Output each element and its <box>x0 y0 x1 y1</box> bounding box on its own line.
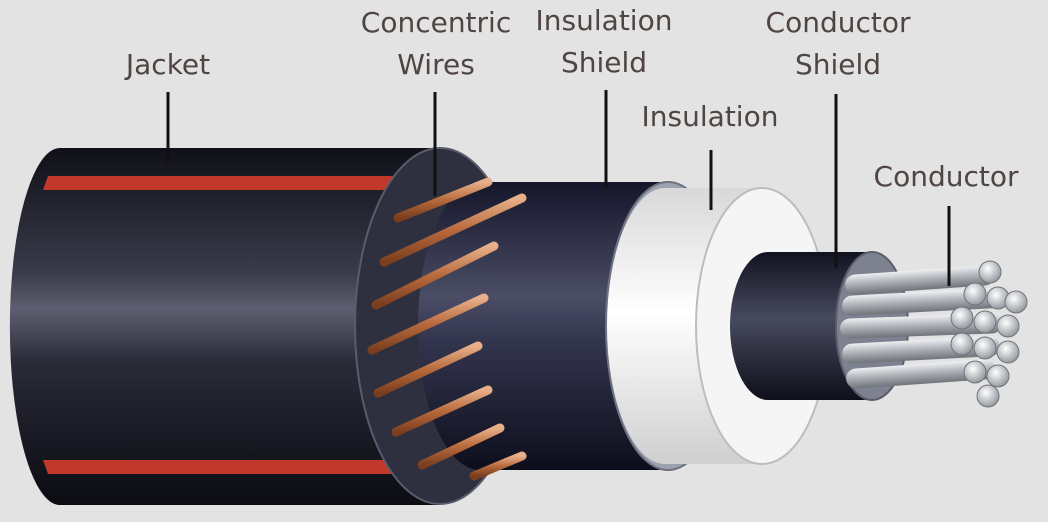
conductor-strand-ends <box>950 260 1028 408</box>
jacket <box>9 148 440 505</box>
jacket-stripe-top <box>43 176 440 190</box>
label-insulation-shield: Insulation Shield <box>535 4 673 79</box>
leader-lines <box>166 90 951 286</box>
label-conductor-shield: Conductor Shield <box>765 6 911 81</box>
label-insulation: Insulation <box>641 100 779 133</box>
label-concentric-wires: Concentric Wires <box>360 6 512 81</box>
concentric-wires <box>367 177 527 481</box>
label-jacket: Jacket <box>125 48 211 81</box>
jacket-stripe-bottom <box>43 460 440 474</box>
label-conductor: Conductor <box>873 160 1019 193</box>
conductor-strands <box>840 260 1028 408</box>
